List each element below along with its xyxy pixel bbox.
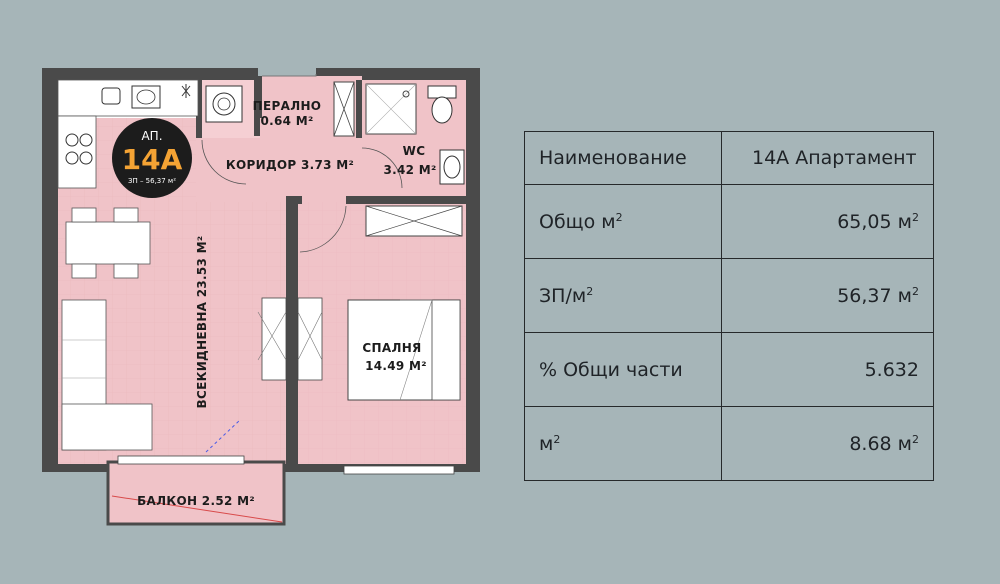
- superscript: 2: [912, 210, 919, 224]
- spec-label: Наименование: [524, 131, 722, 185]
- spec-label: м2: [524, 406, 722, 481]
- entry-door-swing: [262, 74, 317, 77]
- corridor-floor: [196, 138, 364, 202]
- spec-value-text: 14А Апартамент: [752, 147, 917, 169]
- laundry-name: ПЕРАЛНО: [253, 99, 322, 113]
- superscript: 2: [912, 432, 919, 446]
- spec-label-text: Общо м: [539, 210, 616, 233]
- superscript: 2: [615, 210, 623, 224]
- spec-value: 14А Апартамент: [721, 131, 934, 185]
- spec-label-text: Наименование: [539, 147, 687, 169]
- balcony-door-swing: [205, 419, 241, 453]
- toilet-icon: [427, 85, 457, 124]
- badge-prefix: АП.: [141, 129, 162, 143]
- sofa: [61, 299, 153, 451]
- door-swing: [361, 147, 403, 189]
- bedroom-wardrobe: [365, 205, 463, 237]
- sliding-partition: [257, 297, 323, 381]
- corridor-shelf: [333, 81, 355, 137]
- spec-label-text: % Общи части: [539, 358, 683, 381]
- kitchen-counter: [57, 79, 199, 189]
- badge-caption: ЗП – 56,37 м²: [128, 177, 176, 185]
- balcony-label: БАЛКОН 2.52 М²: [137, 494, 255, 508]
- wc-name: WC: [403, 144, 426, 158]
- spec-value: 56,37 м2: [721, 258, 934, 333]
- spec-row: % Общи части 5.632: [524, 332, 934, 407]
- apartment-badge: АП. 14А ЗП – 56,37 м²: [112, 118, 192, 198]
- spec-value-text: 5.632: [864, 358, 919, 381]
- door-swing: [299, 205, 347, 253]
- bed: [347, 299, 461, 401]
- wc-area: 3.42 М²: [383, 163, 436, 177]
- corridor-label: КОРИДОР 3.73 М²: [226, 158, 354, 172]
- spec-label-text: м: [539, 432, 554, 455]
- spec-value: 65,05 м2: [721, 184, 934, 259]
- sink-icon: [439, 149, 465, 185]
- laundry-area: 0.64 М²: [260, 114, 313, 128]
- spec-label: Общо м2: [524, 184, 722, 259]
- spec-label-text: ЗП/м: [539, 284, 587, 307]
- dining-table: [65, 207, 151, 279]
- superscript: 2: [586, 284, 594, 298]
- spec-label: ЗП/м2: [524, 258, 722, 333]
- floor-plan: АП. 14А ЗП – 56,37 м² ПЕРАЛНО 0.64 М² КО…: [42, 64, 480, 526]
- spec-value: 8.68 м2: [721, 406, 934, 481]
- living-room-label: ВСЕКИДНЕВНА 23.53 М²: [195, 236, 209, 409]
- spec-label: % Общи части: [524, 332, 722, 407]
- balcony: [106, 455, 455, 526]
- spec-row: Наименование 14А Апартамент: [524, 131, 934, 185]
- spec-value-text: 8.68 м: [849, 432, 912, 455]
- door-swing: [201, 139, 247, 185]
- washing-machine-icon: [205, 85, 243, 123]
- spec-value: 5.632: [721, 332, 934, 407]
- spec-value-text: 65,05 м: [837, 210, 912, 233]
- inner-walls: [196, 64, 466, 472]
- bedroom-area: 14.49 М²: [365, 359, 427, 373]
- superscript: 2: [912, 284, 919, 298]
- badge-number: 14А: [122, 143, 183, 176]
- shower-icon: [365, 83, 417, 135]
- spec-value-text: 56,37 м: [837, 284, 912, 307]
- superscript: 2: [553, 432, 561, 446]
- bedroom-name: СПАЛНЯ: [362, 341, 421, 355]
